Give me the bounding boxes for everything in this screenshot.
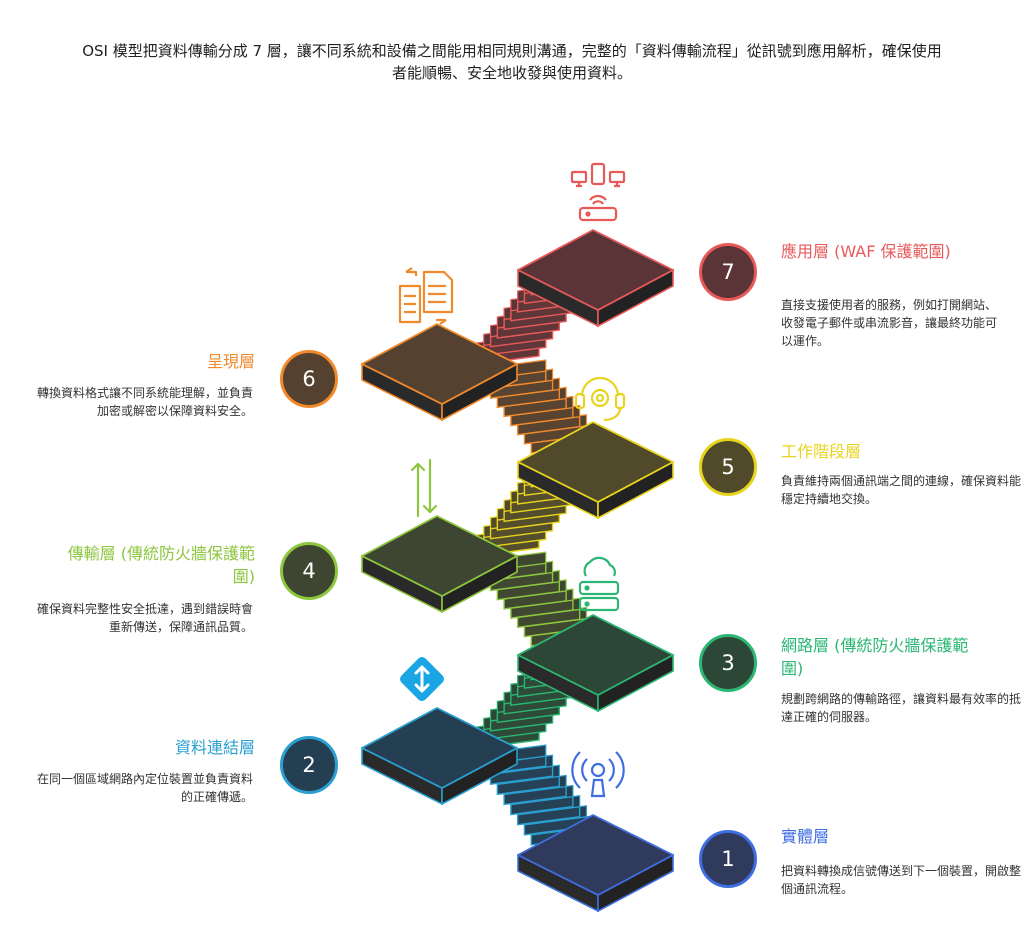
platform-layer-7 (517, 229, 674, 328)
layer-title-3: 網路層 (傳統防火牆保護範圍) (781, 636, 969, 678)
layer-title-6: 呈現層 (206, 352, 255, 371)
platform-layer-3 (517, 614, 674, 713)
layer-title-4: 傳輸層 (傳統防火牆保護範圍) (67, 544, 255, 586)
layer-description-6: 轉換資料格式讓不同系統能理解，並負責加密或解密以保障資料安全。 (36, 386, 253, 418)
layer-title-7: 應用層 (WAF 保護範圍) (781, 242, 951, 261)
layer-number-7: 7 (699, 243, 757, 301)
intro-text: OSI 模型把資料傳輸分成 7 層，讓不同系統和設備之間能用相同規則溝通，完整的… (82, 42, 942, 82)
layer-description-2: 在同一個區域網路內定位裝置並負責資料的正確傳遞。 (36, 772, 253, 804)
layer-title-5: 工作階段層 (781, 442, 862, 461)
platform-layer-1 (517, 814, 674, 913)
layer-description-4: 確保資料完整性安全抵達，遇到錯誤時會重新傳送，保障通訊品質。 (36, 602, 253, 634)
layer-title-1: 實體層 (781, 827, 830, 846)
cloud-server-icon (578, 556, 620, 612)
layer-title-2: 資料連結層 (174, 738, 255, 757)
layer-number-1: 1 (699, 830, 757, 888)
vertical-arrows-badge-icon (400, 657, 444, 701)
layer-number-2: 2 (280, 736, 338, 794)
platform-layer-5 (517, 421, 674, 520)
layer-number-4: 4 (280, 542, 338, 600)
document-convert-icon (398, 267, 454, 325)
platform-layer-6 (361, 323, 518, 422)
layer-number-6: 6 (280, 350, 338, 408)
broadcast-icon (571, 751, 625, 798)
layer-number-3: 3 (699, 634, 757, 692)
platform-layer-2 (361, 707, 518, 806)
devices-router-icon (570, 162, 626, 222)
layer-description-3: 規劃跨網路的傳輸路徑，讓資料最有效率的抵達正確的伺服器。 (781, 692, 1022, 724)
layer-description-1: 把資料轉換成信號傳送到下一個裝置，開啟整個通訊流程。 (781, 864, 1022, 896)
platform-layer-4 (361, 515, 518, 614)
layer-description-7: 直接支援使用者的服務，例如打開網站、收發電子郵件或串流影音，讓最終功能可以運作。 (781, 298, 998, 348)
gear-headset-icon (574, 376, 626, 422)
stair-flight-1-2 (483, 744, 601, 856)
layer-description-5: 負責維持兩個通訊端之間的連線，確保資料能穩定持續地交換。 (781, 474, 1022, 506)
layer-number-5: 5 (699, 438, 757, 496)
vertical-transfer-icon (410, 458, 438, 518)
